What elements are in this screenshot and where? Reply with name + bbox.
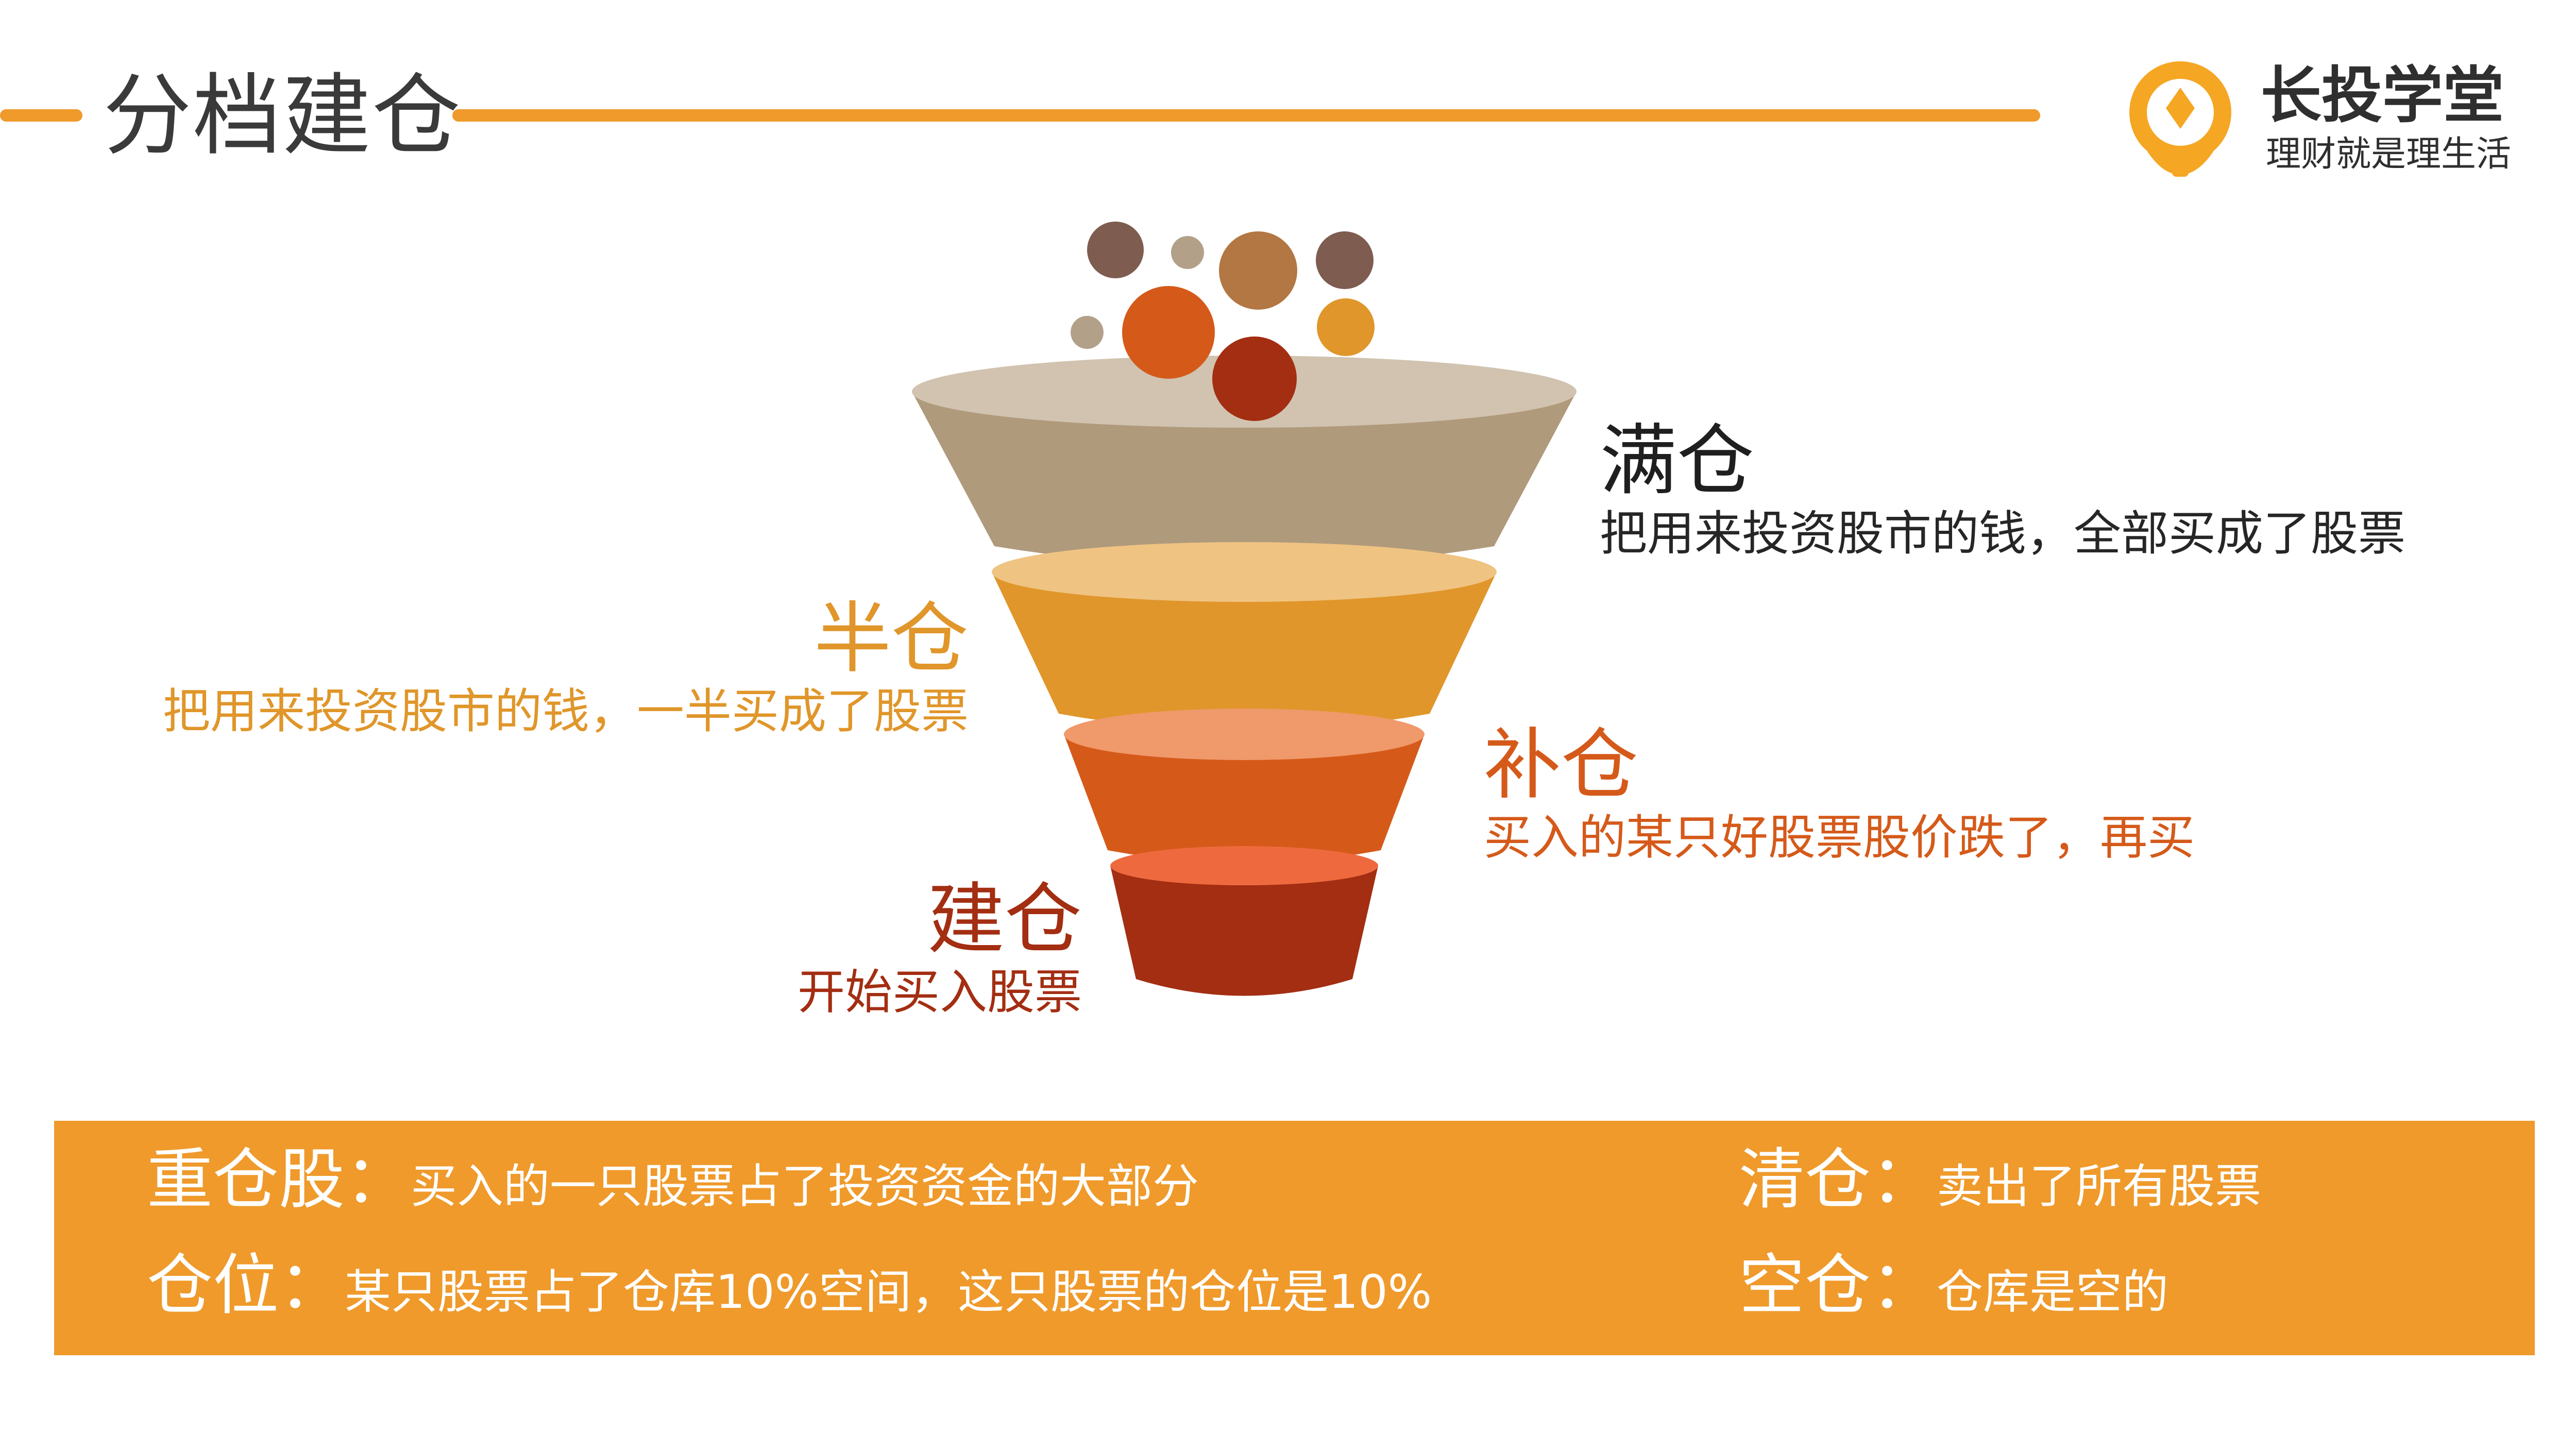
definition-term: 仓位： <box>147 1247 345 1324</box>
definition-text: 仓库是空的 <box>1937 1265 2169 1319</box>
funnel-layer-refill <box>1064 709 1425 863</box>
funnel-layer-half <box>992 542 1497 731</box>
header-rule-right <box>452 109 2040 122</box>
definition-term: 空仓： <box>1739 1247 1937 1324</box>
label-refill-title: 补仓 <box>1484 720 1639 810</box>
definition-clear-position: 清仓：卖出了所有股票 <box>1739 1141 2261 1225</box>
label-half-title: 半仓 <box>814 594 969 684</box>
label-open-position: 建仓 开始买入股票 <box>762 876 1082 1021</box>
header-rule-left <box>0 109 82 122</box>
coin-balls-icon <box>1071 222 1375 421</box>
label-full-position: 满仓 把用来投资股市的钱，全部买成了股票 <box>1600 417 2405 563</box>
brand-logo: 长投学堂 理财就是理生活 <box>2123 57 2524 186</box>
definition-term: 重仓股： <box>147 1141 411 1218</box>
funnel-layer-full <box>912 356 1577 567</box>
label-open-title: 建仓 <box>927 875 1082 965</box>
definition-text: 买入的一只股票占了投资资金的大部分 <box>411 1159 1199 1214</box>
label-half-position: 半仓 把用来投资股市的钱，一半买成了股票 <box>62 595 969 740</box>
label-refill-desc: 买入的某只好股票股价跌了，再买 <box>1484 810 2195 865</box>
label-full-title: 满仓 <box>1600 416 1755 506</box>
label-half-desc: 把用来投资股市的钱，一半买成了股票 <box>162 684 969 739</box>
label-open-desc: 开始买入股票 <box>797 965 1082 1020</box>
label-full-desc: 把用来投资股市的钱，全部买成了股票 <box>1600 506 2406 561</box>
definition-term: 清仓： <box>1739 1141 1937 1218</box>
page-title: 分档建仓 <box>103 64 462 167</box>
label-refill-position: 补仓 买入的某只好股票股价跌了，再买 <box>1484 721 2195 867</box>
brand-name: 长投学堂 <box>2261 60 2504 131</box>
definition-position-ratio: 仓位：某只股票占了仓库10%空间，这只股票的仓位是10% <box>147 1247 1432 1331</box>
definition-text: 卖出了所有股票 <box>1937 1159 2262 1214</box>
definition-heavy-stock: 重仓股：买入的一只股票占了投资资金的大部分 <box>147 1141 1199 1225</box>
definition-empty-position: 空仓：仓库是空的 <box>1739 1247 2168 1331</box>
definition-text: 某只股票占了仓库10%空间，这只股票的仓位是10% <box>345 1265 1432 1319</box>
brand-slogan: 理财就是理生活 <box>2266 134 2512 175</box>
lightbulb-logo-icon <box>2129 61 2231 177</box>
funnel-layer-open <box>1110 846 1378 996</box>
definitions-panel: 重仓股：买入的一只股票占了投资资金的大部分 仓位：某只股票占了仓库10%空间，这… <box>54 1121 2535 1355</box>
